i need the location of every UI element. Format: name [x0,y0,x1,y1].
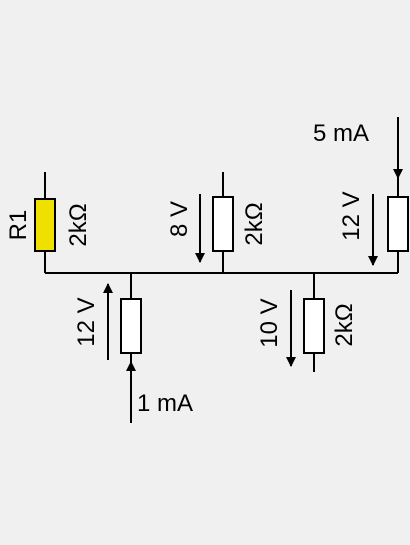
resistor-top-middle [212,196,234,252]
top-right-current-label: 5 mA [313,120,369,147]
bottom-right-value-label: 2kΩ [331,303,358,346]
r1-value-label: 2kΩ [65,203,92,246]
top-middle-voltage-label: 8 V [166,201,193,237]
top-middle-value-label: 2kΩ [241,202,268,245]
bottom-left-voltage-label: 12 V [73,297,100,346]
r1-name-label: R1 [5,210,32,241]
resistor-bottom-left [120,298,142,354]
resistor-r1 [34,198,56,252]
resistor-bottom-right [303,298,325,354]
top-right-voltage-label: 12 V [338,191,365,240]
bottom-left-current-label: 1 mA [137,390,193,417]
resistor-top-right [387,196,409,252]
bottom-right-voltage-label: 10 V [256,298,283,347]
